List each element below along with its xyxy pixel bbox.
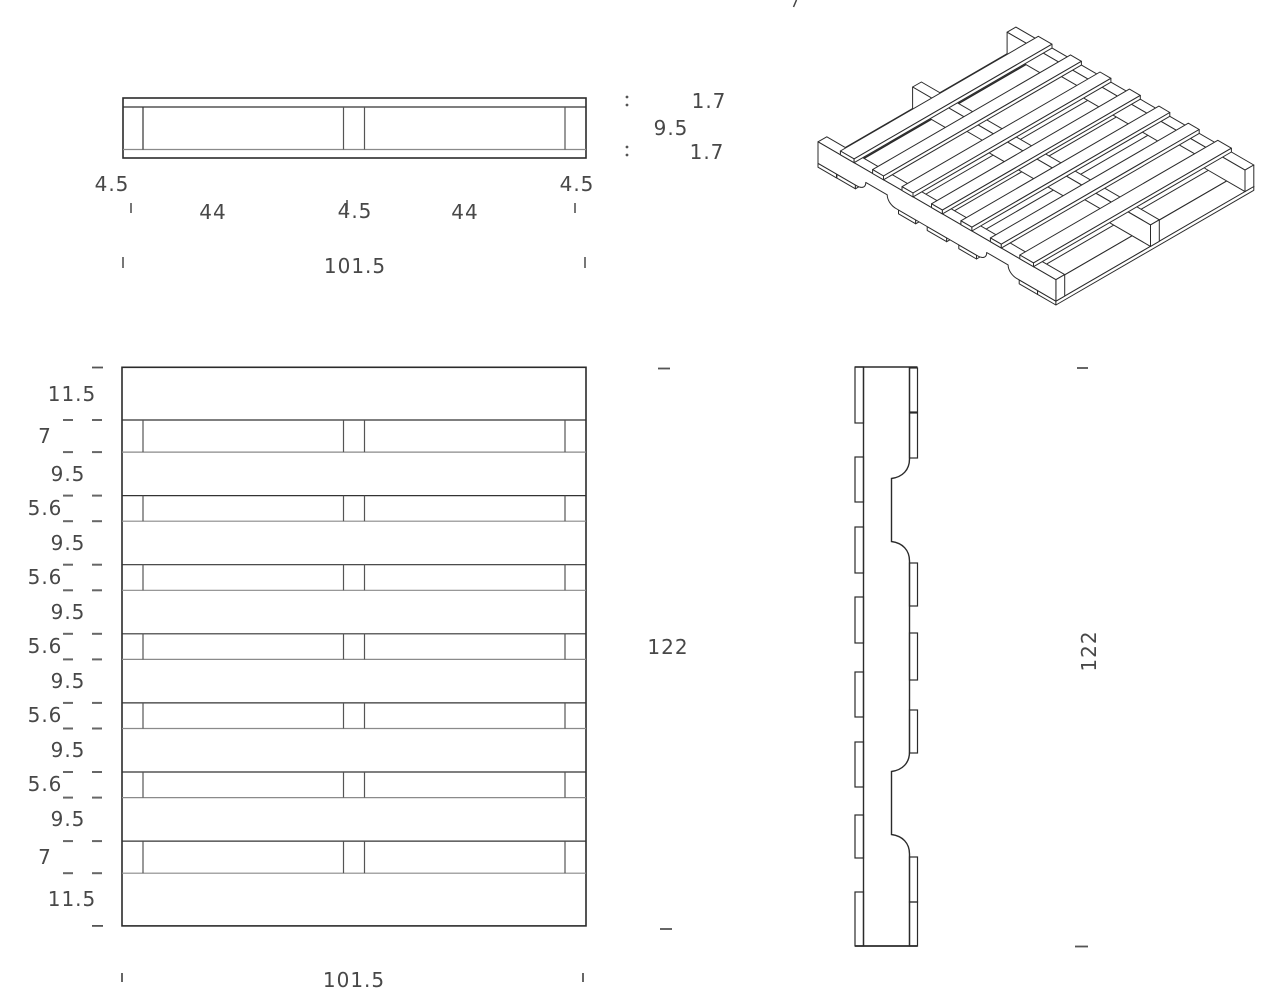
dim-side-length-label: 122	[1077, 630, 1101, 672]
dim-stringer-left-label: 4.5	[94, 172, 130, 196]
dim-colon-ticks	[625, 95, 629, 157]
plan-dim-row-label: 5.6	[27, 496, 63, 520]
dim-opening-right-label: 44	[451, 200, 479, 224]
isometric-view	[817, 26, 1255, 306]
plan-dim-row-label: 9.5	[50, 807, 86, 831]
dim-stringer-right-label: 4.5	[559, 172, 595, 196]
plan-view-linework	[121, 366, 587, 927]
stray-mark	[792, 0, 798, 8]
plan-dim-row-label: 9.5	[50, 600, 86, 624]
stringer-notch-upper	[890, 458, 911, 562]
plan-dim-row-label: 11.5	[47, 887, 97, 911]
plan-dim-row-label: 7	[38, 424, 52, 448]
plan-dim-row-label: 9.5	[50, 531, 86, 555]
plan-dim-row-label: 5.6	[27, 565, 63, 589]
front-view-linework	[122, 97, 587, 159]
plan-view-dimension-dashes	[63, 419, 102, 875]
plan-dim-row-label: 9.5	[50, 462, 86, 486]
side-view-ticks	[1075, 367, 1088, 948]
plan-dim-row-label: 5.6	[27, 703, 63, 727]
plan-view-ticks	[92, 366, 672, 982]
stringer-notch-lower	[890, 751, 911, 855]
side-view-linework	[854, 366, 919, 947]
dim-top-thickness-label: 1.7	[691, 89, 727, 113]
plan-dim-row-label: 7	[38, 845, 52, 869]
dim-bottom-thickness-label: 1.7	[689, 140, 725, 164]
dim-front-overall-width-label: 101.5	[323, 254, 387, 278]
plan-dim-row-label: 9.5	[50, 738, 86, 762]
dim-plan-length-label: 122	[647, 635, 689, 659]
front-view-ticks	[122, 95, 629, 268]
dim-plan-overall-width-label: 101.5	[322, 968, 386, 992]
dim-stringer-center-label: 4.5	[337, 199, 373, 223]
dim-stringer-height-label: 9.5	[653, 116, 689, 140]
plan-dim-row-label: 11.5	[47, 382, 97, 406]
plan-dim-row-label: 5.6	[27, 634, 63, 658]
dim-opening-left-label: 44	[199, 200, 227, 224]
plan-dim-row-label: 5.6	[27, 772, 63, 796]
plan-dim-row-label: 9.5	[50, 669, 86, 693]
